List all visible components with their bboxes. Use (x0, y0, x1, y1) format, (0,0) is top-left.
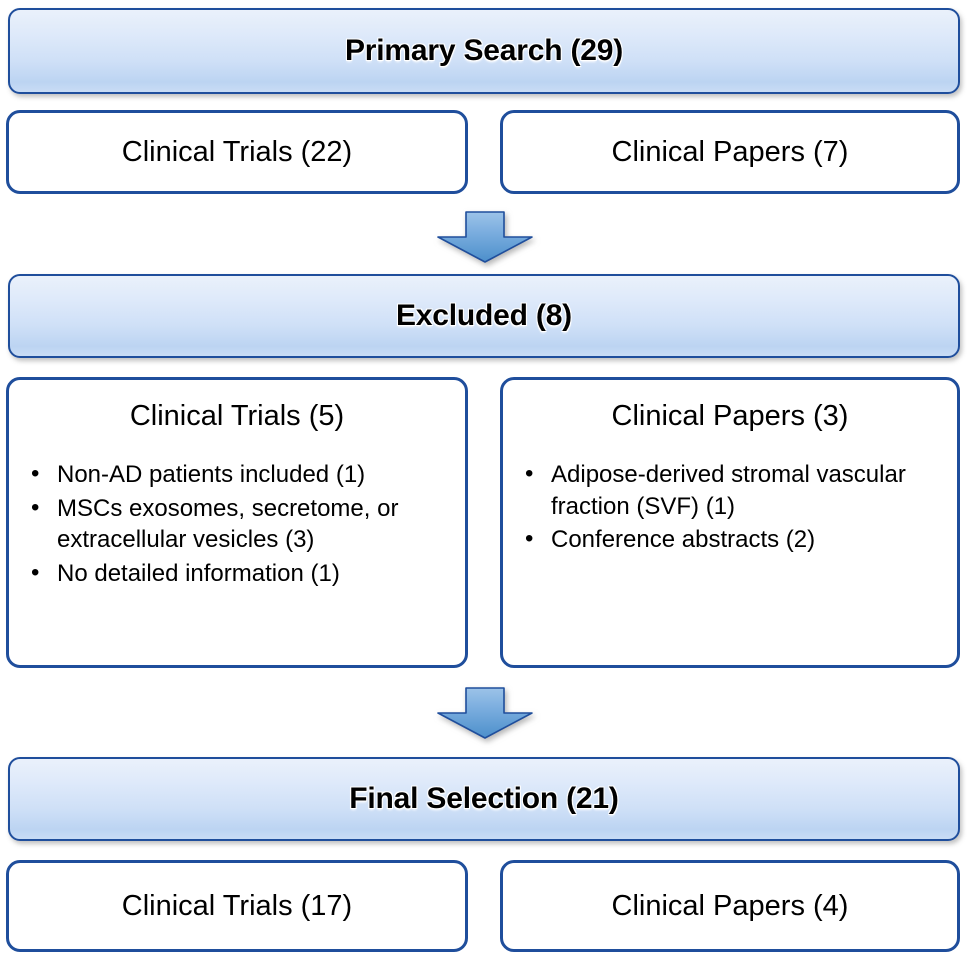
box-final-clinical-trials: Clinical Trials (17) (6, 860, 468, 952)
box-excluded-clinical-papers: Clinical Papers (3) Adipose-derived stro… (500, 377, 960, 668)
box-primary-clinical-papers-label: Clinical Papers (7) (611, 135, 849, 168)
box-final-clinical-papers-label: Clinical Papers (4) (611, 889, 849, 922)
box-primary-clinical-trials-label: Clinical Trials (22) (121, 135, 353, 168)
box-primary-clinical-papers: Clinical Papers (7) (500, 110, 960, 194)
banner-primary-search-label: Primary Search (29) (344, 34, 624, 67)
box-excluded-clinical-trials: Clinical Trials (5) Non-AD patients incl… (6, 377, 468, 668)
down-arrow-icon (436, 211, 534, 263)
excluded-clinical-papers-bullet-list: Adipose-derived stromal vascular fractio… (517, 458, 943, 558)
list-item: No detailed information (1) (23, 557, 451, 590)
box-excluded-clinical-papers-label: Clinical Papers (3) (611, 400, 849, 432)
box-primary-clinical-trials: Clinical Trials (22) (6, 110, 468, 194)
excluded-clinical-trials-bullet-list: Non-AD patients included (1) MSCs exosom… (23, 458, 451, 592)
banner-excluded-label: Excluded (8) (396, 299, 572, 332)
box-final-clinical-papers: Clinical Papers (4) (500, 860, 960, 952)
down-arrow-icon (436, 687, 534, 739)
box-final-clinical-trials-label: Clinical Trials (17) (121, 889, 353, 922)
banner-final-selection-label: Final Selection (21) (349, 782, 619, 815)
banner-primary-search: Primary Search (29) (8, 8, 960, 94)
list-item: Conference abstracts (2) (517, 523, 943, 556)
list-item: Adipose-derived stromal vascular fractio… (517, 458, 943, 522)
banner-final-selection: Final Selection (21) (8, 757, 960, 841)
banner-excluded: Excluded (8) (8, 274, 960, 358)
box-excluded-clinical-trials-label: Clinical Trials (5) (129, 400, 345, 432)
list-item: MSCs exosomes, secretome, or extracellul… (23, 492, 451, 556)
list-item: Non-AD patients included (1) (23, 458, 451, 491)
